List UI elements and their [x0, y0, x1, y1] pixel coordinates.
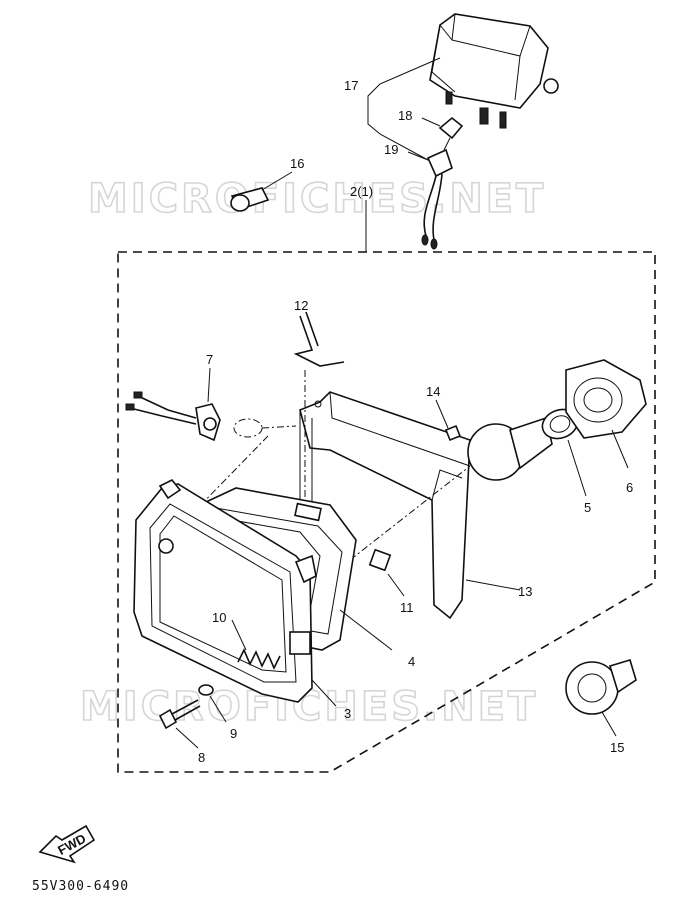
bulb-18	[438, 116, 464, 151]
fwd-arrow-icon: FWD	[38, 824, 96, 864]
clip-12	[293, 311, 345, 505]
assembly-boundary	[117, 251, 656, 773]
headlight-case-13	[299, 391, 521, 620]
washer-9	[198, 684, 227, 723]
callout-16: 16	[290, 156, 304, 171]
callout-2: 2(1)	[350, 184, 373, 199]
bulb-socket-7	[125, 367, 221, 442]
bulb-15	[565, 659, 637, 737]
relay-unit-17	[429, 13, 559, 129]
callout-11: 11	[400, 600, 414, 615]
callout-14: 14	[426, 384, 440, 399]
watermark-top: MICROFICHES.NET	[88, 176, 546, 222]
spring-10	[231, 619, 281, 670]
position-bulb-ghost	[233, 418, 297, 438]
callout-10: 10	[212, 610, 226, 625]
callout-7: 7	[206, 352, 213, 367]
diagram-code: 55V300-6490	[32, 879, 129, 894]
callout-15: 15	[610, 740, 624, 755]
callout-6: 6	[626, 480, 633, 495]
callout-18: 18	[398, 108, 412, 123]
callout-3: 3	[344, 706, 351, 721]
headlight-bulb-5	[467, 408, 587, 497]
screw-8	[158, 699, 201, 749]
callout-12: 12	[294, 298, 308, 313]
callout-17: 17	[344, 78, 358, 93]
headlight-rim-3	[133, 478, 337, 707]
callout-19: 19	[384, 142, 398, 157]
nut-11	[368, 548, 405, 597]
socket-19	[421, 148, 453, 250]
bulb-16	[230, 171, 293, 212]
bulb-cover-6	[565, 359, 647, 469]
callout-13: 13	[518, 584, 532, 599]
callout-5: 5	[584, 500, 591, 515]
screw-14	[435, 399, 462, 442]
callout-4: 4	[408, 654, 415, 669]
callout-8: 8	[198, 750, 205, 765]
callout-9: 9	[230, 726, 237, 741]
